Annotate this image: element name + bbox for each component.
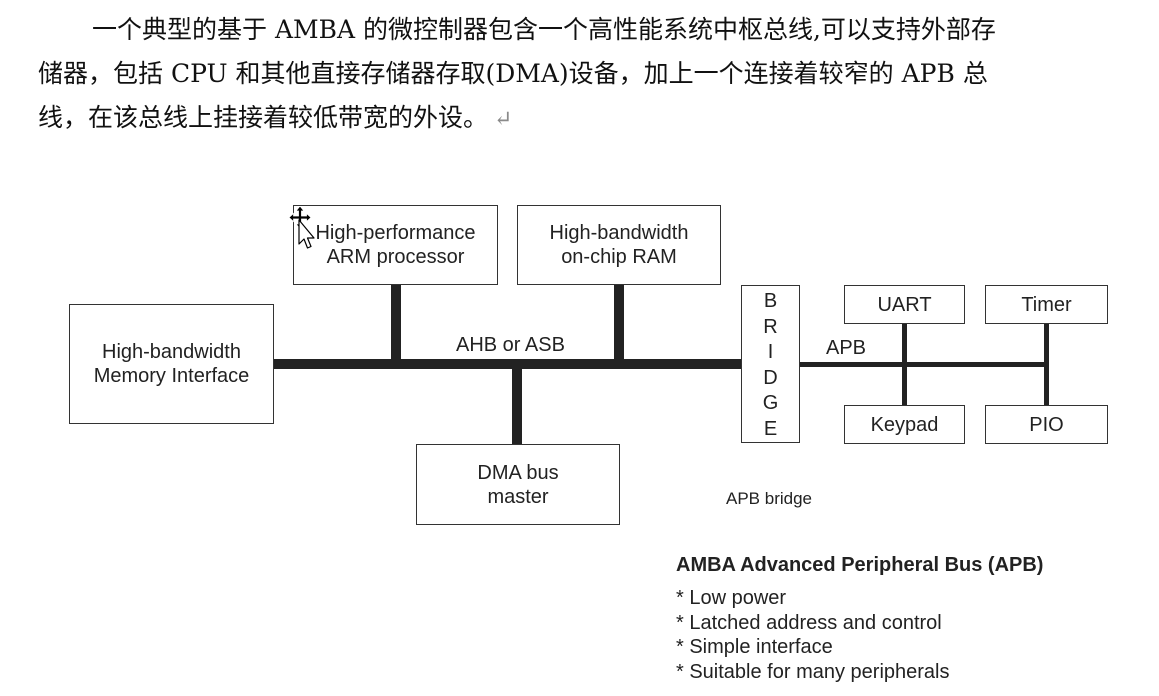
apb-bridge-caption: APB bridge: [726, 489, 812, 508]
bridge-letter-d: D: [763, 367, 778, 389]
feature-item: * Suitable for many peripherals: [676, 660, 950, 683]
paragraph-line-2: 储器，包括 CPU 和其他直接存储器存取(DMA)设备，加上一个连接着较窄的 A…: [38, 59, 988, 88]
paragraph-line-1: 一个典型的基于 AMBA 的微控制器包含一个高性能系统中枢总线,可以支持外部存: [92, 15, 996, 44]
ahb-bus-label: AHB or ASB: [456, 334, 565, 356]
keypad-box: Keypad: [844, 405, 965, 444]
uart-box: UART: [844, 285, 965, 324]
feature-item: * Low power: [676, 587, 787, 609]
keypad-label: Keypad: [870, 413, 939, 436]
dma-master-box: DMA bus master: [416, 444, 620, 525]
dma-master-line-1: DMA bus: [477, 461, 559, 484]
features-title: AMBA Advanced Peripheral Bus (APB): [676, 554, 1044, 576]
bridge-letter-e: E: [763, 418, 778, 440]
memory-interface-line-1: High-bandwidth: [102, 341, 241, 363]
arm-processor-connector: [391, 284, 401, 362]
dma-master-line-2: master: [487, 485, 549, 508]
timer-box: Timer: [985, 285, 1108, 324]
paragraph-line-3: 线，在该总线上挂接着较低带宽的外设。↵: [38, 96, 1153, 142]
apb-bus-label: APB: [826, 337, 867, 359]
dma-master-connector: [512, 366, 522, 444]
pio-box: PIO: [985, 405, 1108, 444]
feature-item: * Simple interface: [676, 636, 833, 658]
memory-interface-box: High-bandwidth Memory Interface: [69, 304, 274, 424]
uart-label: UART: [877, 293, 932, 316]
uart-keypad-connector: [902, 323, 907, 406]
ahb-bus-line: [273, 359, 743, 369]
feature-item: * Latched address and control: [676, 611, 942, 634]
intro-paragraph: 一个典型的基于 AMBA 的微控制器包含一个高性能系统中枢总线,可以支持外部存 …: [38, 8, 1153, 142]
onchip-ram-line-2: on-chip RAM: [561, 246, 677, 268]
bridge-letter-i: I: [767, 341, 774, 363]
pio-label: PIO: [1029, 413, 1064, 436]
apb-bus-line: [799, 362, 1049, 367]
apb-features: AMBA Advanced Peripheral Bus (APB) * Low…: [676, 552, 1043, 684]
onchip-ram-box: High-bandwidth on-chip RAM: [517, 205, 721, 285]
bridge-letter-g: G: [762, 392, 779, 414]
paragraph-return-mark: ↵: [494, 107, 513, 132]
move-cursor-icon: [288, 206, 315, 249]
paragraph-line-3-text: 线，在该总线上挂接着较低带宽的外设。: [38, 103, 489, 132]
bridge-letter-b: B: [763, 290, 778, 312]
apb-bridge-box: B R I D G E: [741, 285, 800, 443]
arm-processor-line-2: ARM processor: [326, 246, 465, 268]
bridge-letter-r: R: [763, 316, 778, 338]
memory-interface-line-2: Memory Interface: [93, 365, 250, 387]
onchip-ram-line-1: High-bandwidth: [549, 222, 689, 244]
arm-processor-box: High-performance ARM processor: [293, 205, 498, 285]
timer-label: Timer: [1021, 293, 1072, 316]
arm-processor-line-1: High-performance: [315, 222, 476, 244]
onchip-ram-connector: [614, 284, 624, 362]
timer-pio-connector: [1044, 323, 1049, 406]
